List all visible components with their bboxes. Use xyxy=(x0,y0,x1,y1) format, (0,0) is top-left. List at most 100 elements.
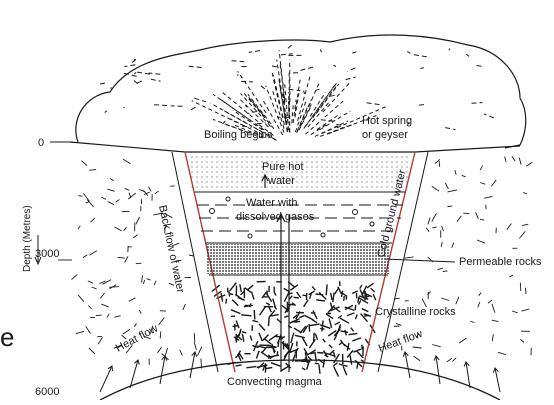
texture-stroke xyxy=(91,218,95,222)
texture-stroke xyxy=(83,255,87,258)
texture-stroke xyxy=(125,188,130,190)
texture-stroke xyxy=(426,228,429,232)
texture-stroke xyxy=(82,161,88,166)
texture-stroke xyxy=(92,287,97,289)
texture-stroke xyxy=(472,103,483,104)
texture-stroke xyxy=(123,159,130,163)
texture-stroke xyxy=(344,296,345,301)
texture-stroke xyxy=(110,179,114,181)
texture-stroke xyxy=(269,317,270,327)
boiling-begins-label: Boiling begins xyxy=(204,129,273,141)
texture-stroke xyxy=(116,200,120,203)
ground-surface xyxy=(76,35,526,148)
texture-stroke xyxy=(107,314,109,318)
depth-tick-6000: 6000 xyxy=(35,386,59,398)
texture-stroke xyxy=(519,158,521,165)
texture-stroke xyxy=(295,335,305,337)
texture-stroke xyxy=(260,85,265,89)
texture-stroke xyxy=(340,331,348,333)
depth-tick-3000: 3000 xyxy=(35,248,59,260)
texture-stroke xyxy=(357,363,358,369)
texture-stroke xyxy=(249,51,260,53)
texture-stroke xyxy=(476,212,479,219)
texture-stroke xyxy=(432,345,441,347)
water-gases-label: Water with xyxy=(246,197,298,209)
texture-stroke xyxy=(87,200,93,207)
texture-stroke xyxy=(240,284,242,292)
texture-stroke xyxy=(520,283,521,291)
texture-stroke xyxy=(373,294,376,300)
texture-stroke xyxy=(72,274,78,279)
texture-stroke xyxy=(447,206,452,207)
texture-stroke xyxy=(471,321,475,322)
texture-stroke xyxy=(242,334,244,342)
texture-stroke xyxy=(86,326,91,333)
texture-stroke xyxy=(362,309,368,312)
texture-stroke xyxy=(441,242,442,247)
texture-stroke xyxy=(269,334,278,340)
texture-stroke xyxy=(160,356,165,384)
texture-stroke xyxy=(136,263,142,264)
texture-stroke xyxy=(340,318,349,323)
texture-stroke xyxy=(230,283,237,291)
texture-stroke xyxy=(159,318,165,325)
texture-stroke xyxy=(223,93,258,122)
texture-stroke xyxy=(257,123,266,124)
texture-stroke xyxy=(108,202,114,205)
texture-stroke xyxy=(277,351,278,355)
texture-stroke xyxy=(492,320,499,321)
texture-stroke xyxy=(297,292,301,298)
dissolved-gases-label: dissolved gases xyxy=(236,211,315,223)
texture-stroke xyxy=(452,358,456,362)
texture-stroke xyxy=(304,315,313,320)
texture-stroke xyxy=(107,189,114,191)
texture-stroke xyxy=(242,332,246,333)
texture-stroke xyxy=(194,333,195,342)
back-flow-label: Back flow of water xyxy=(156,204,186,294)
texture-stroke xyxy=(124,107,125,108)
texture-stroke xyxy=(250,336,252,341)
texture-stroke xyxy=(284,351,289,357)
texture-stroke xyxy=(288,45,292,48)
texture-stroke xyxy=(295,80,300,112)
texture-stroke xyxy=(521,309,529,311)
texture-stroke xyxy=(432,213,437,221)
texture-stroke xyxy=(198,347,202,356)
texture-stroke xyxy=(86,202,90,203)
texture-stroke xyxy=(98,337,102,344)
texture-stroke xyxy=(290,296,293,299)
texture-stroke xyxy=(272,66,280,68)
texture-stroke xyxy=(488,300,492,303)
texture-stroke xyxy=(432,186,439,191)
texture-stroke xyxy=(352,52,356,53)
texture-stroke xyxy=(305,357,306,362)
texture-stroke xyxy=(348,68,356,72)
texture-stroke xyxy=(139,190,145,192)
texture-stroke xyxy=(492,334,493,341)
texture-stroke xyxy=(457,216,461,222)
texture-stroke xyxy=(194,342,196,350)
partial-letter: e xyxy=(0,322,14,352)
texture-stroke xyxy=(100,83,107,84)
texture-stroke xyxy=(155,191,158,194)
texture-stroke xyxy=(334,352,336,358)
texture-stroke xyxy=(351,328,354,332)
texture-stroke xyxy=(484,196,492,198)
texture-stroke xyxy=(316,89,319,90)
texture-stroke xyxy=(443,271,448,272)
texture-stroke xyxy=(260,306,266,315)
texture-stroke xyxy=(124,65,135,67)
texture-stroke xyxy=(312,320,317,323)
texture-stroke xyxy=(452,243,454,248)
texture-stroke xyxy=(480,183,485,185)
texture-stroke xyxy=(136,217,140,224)
texture-stroke xyxy=(147,279,151,281)
texture-stroke xyxy=(476,65,482,66)
texture-stroke xyxy=(89,348,95,354)
texture-stroke xyxy=(247,285,253,290)
texture-stroke xyxy=(302,368,305,370)
texture-stroke xyxy=(312,286,315,290)
texture-stroke xyxy=(294,297,299,298)
texture-stroke xyxy=(459,338,466,343)
